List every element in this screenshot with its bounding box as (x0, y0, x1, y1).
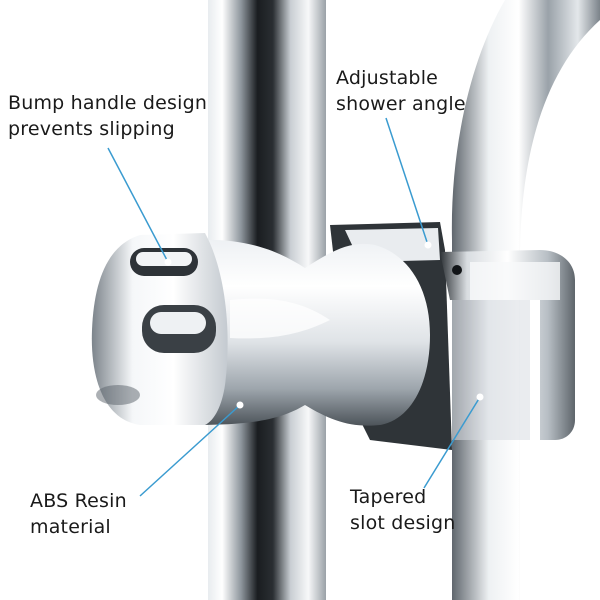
callout-line-taper (423, 396, 481, 489)
callout-adjustable-angle: Adjustable shower angle (336, 65, 466, 117)
screw-dot (452, 265, 462, 275)
callout-bump-handle-line1: Bump handle design (8, 92, 208, 114)
callout-line-adjust (385, 117, 429, 246)
callout-tapered-slot-line2: slot design (350, 512, 456, 534)
bracket-body (195, 239, 430, 426)
callout-tapered-slot-line1: Tapered (350, 486, 427, 508)
shower-hose (451, 0, 600, 600)
callout-adjustable-angle-line1: Adjustable (336, 67, 439, 89)
callout-line-abs (139, 404, 241, 497)
callout-abs-resin-line1: ABS Resin (30, 490, 127, 512)
callout-abs-resin-line2: material (30, 516, 111, 538)
callout-bump-handle: Bump handle design prevents slipping (8, 90, 207, 142)
callout-bump-handle-line2: prevents slipping (8, 118, 175, 140)
callout-adjustable-angle-line2: shower angle (336, 93, 466, 115)
callout-abs-resin: ABS Resin material (30, 488, 127, 540)
callout-line-bump (107, 147, 169, 263)
callout-tapered-slot: Tapered slot design (350, 484, 456, 536)
